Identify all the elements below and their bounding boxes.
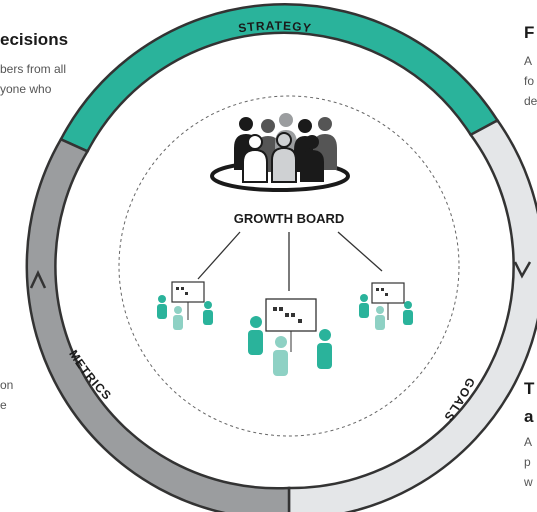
- connector-lines: [197, 231, 383, 291]
- bottom-left-text-line: on: [0, 378, 14, 392]
- cycle-arrows: [29, 261, 532, 289]
- top-right-heading: F: [524, 23, 535, 42]
- top-right-text-line: de: [524, 94, 537, 108]
- bottom-right-heading: a: [524, 407, 534, 426]
- growth-board-title: GROWTH BOARD: [234, 211, 345, 226]
- bottom-left-text-line: e: [0, 398, 7, 412]
- goals-segment: [287, 118, 537, 512]
- arrow-down-right-icon: [513, 261, 532, 279]
- cycle-ring: [25, 3, 537, 512]
- top-right-text-line: fo: [524, 74, 535, 88]
- top-left-text-line: yone who: [0, 82, 52, 96]
- team-right-icon: [359, 282, 413, 330]
- metrics-segment: [25, 137, 291, 512]
- team-center-icon: [248, 298, 332, 376]
- top-left-text-line: bers from all: [0, 62, 67, 76]
- top-left-heading: ecisions: [0, 30, 69, 49]
- inner-dashed-circle: [118, 95, 460, 437]
- bottom-right-text-line: w: [524, 475, 533, 489]
- arrow-up-left-icon: [29, 270, 47, 289]
- growth-board-people-icon: [210, 113, 350, 192]
- bottom-right-text-line: A: [524, 435, 533, 449]
- bottom-right-heading: T: [524, 379, 535, 398]
- top-right-text-line: A: [524, 54, 533, 68]
- team-left-icon: [157, 281, 213, 330]
- bottom-right-text-line: p: [524, 455, 531, 469]
